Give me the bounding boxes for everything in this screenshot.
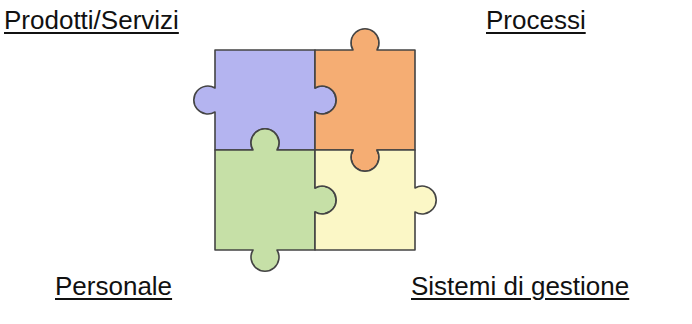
puzzle-piece [315, 150, 436, 250]
corner-label: Processi [486, 4, 586, 36]
corner-label: Personale [55, 270, 172, 302]
corner-label: Prodotti/Servizi [4, 4, 179, 36]
corner-label: Sistemi di gestione [411, 270, 629, 302]
